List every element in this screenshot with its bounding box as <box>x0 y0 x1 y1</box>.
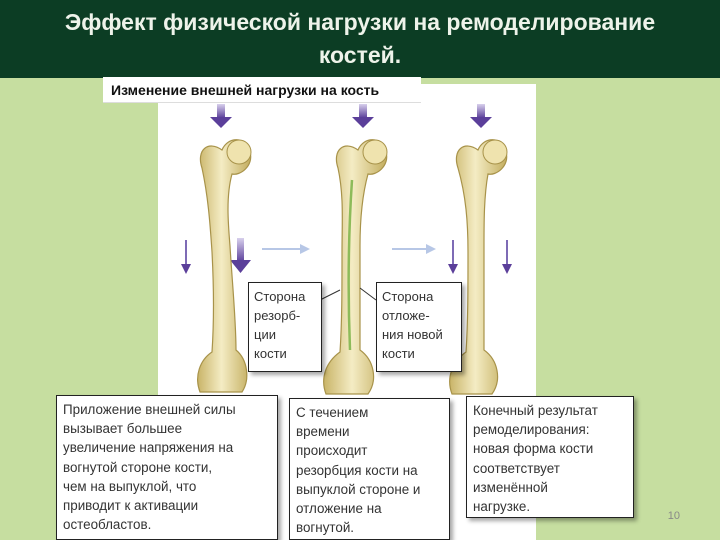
femur-after-remodeling <box>449 139 508 395</box>
time-arrow-1 <box>262 244 310 254</box>
page-number: 10 <box>667 510 680 522</box>
load-arrow-top-2 <box>352 104 374 128</box>
resorption-side-label: Сторона резорб- ции кости <box>248 282 322 372</box>
load-arrow-top-3 <box>470 104 492 128</box>
load-arrow-thin-left-1 <box>181 240 191 274</box>
deposition-side-label: Сторона отложе- ния новой кости <box>376 282 462 372</box>
load-arrow-top-1 <box>210 104 232 128</box>
load-arrow-thin-left-3 <box>448 240 458 274</box>
load-arrow-bold-1 <box>230 238 251 273</box>
caption-over-time: С течением времени происходит резорбция … <box>289 398 450 540</box>
caption-final-result: Конечный результат ремоделирования: нова… <box>466 396 634 518</box>
figure-subtitle: Изменение внешней нагрузки на кость <box>103 77 421 103</box>
caption-load-applied: Приложение внешней силы вызывает большее… <box>56 395 278 540</box>
resorption-pointer <box>319 289 341 301</box>
femur-remodeling <box>323 139 388 395</box>
title-line-1: Эффект физической нагрузки на ремоделиро… <box>64 9 656 35</box>
load-arrow-thin-right-3 <box>502 240 512 274</box>
title-bar <box>0 0 720 78</box>
title-line-2: костей. <box>318 42 402 68</box>
femur-before-load <box>197 139 252 393</box>
time-arrow-2 <box>392 244 436 254</box>
deposition-pointer <box>359 287 377 301</box>
slide-title: Эффект физической нагрузки на ремоделиро… <box>0 6 720 72</box>
